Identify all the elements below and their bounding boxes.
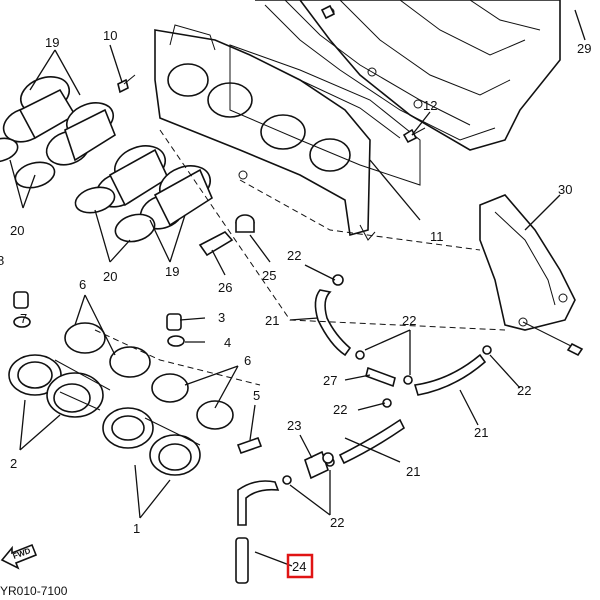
callout-22b: 22	[402, 313, 416, 328]
callout-30: 30	[558, 182, 572, 197]
bracket-30	[479, 194, 584, 357]
callout-20a: 20	[10, 223, 24, 238]
air-box	[255, 0, 561, 151]
callout-labels: 29 19 10 12 20 11 30 20 19 26 25 22 8 6 …	[0, 28, 591, 574]
callout-7: 7	[20, 311, 27, 326]
callout-4: 4	[224, 335, 231, 350]
callout-25: 25	[262, 268, 276, 283]
callout-23: 23	[287, 418, 301, 433]
callout-2: 2	[10, 456, 17, 471]
carburetor-joints	[8, 354, 201, 476]
callout-8: 8	[0, 253, 4, 268]
callout-5: 5	[253, 388, 260, 403]
callout-24: 24	[292, 559, 306, 574]
callout-12: 12	[423, 98, 437, 113]
callout-21b: 21	[474, 425, 488, 440]
callout-20b: 20	[103, 269, 117, 284]
callout-6b: 6	[244, 353, 251, 368]
joint-rubbers-19b	[95, 145, 214, 230]
hose-24	[235, 480, 280, 584]
hoses-21	[314, 289, 487, 465]
callout-19b: 19	[165, 264, 179, 279]
callout-26: 26	[218, 280, 232, 295]
joint-rubbers-19a	[2, 76, 116, 166]
callout-11: 11	[430, 229, 444, 244]
callout-29: 29	[577, 41, 591, 56]
fitting-27	[365, 366, 396, 388]
callout-22a: 22	[287, 248, 301, 263]
valve-23	[304, 450, 334, 480]
callout-21c: 21	[406, 464, 420, 479]
callout-22e: 22	[330, 515, 344, 530]
callout-19a: 19	[45, 35, 59, 50]
leader-lines	[9, 9, 586, 567]
callout-27: 27	[323, 373, 337, 388]
highlight-box	[286, 553, 314, 579]
callout-1: 1	[133, 521, 140, 536]
callout-22c: 22	[333, 402, 347, 417]
bolts	[117, 4, 426, 144]
callout-22d: 22	[517, 383, 531, 398]
callout-3: 3	[218, 310, 225, 325]
callout-6a: 6	[79, 277, 86, 292]
callout-21a: 21	[265, 313, 279, 328]
gasket	[229, 44, 421, 186]
caps-7-8	[13, 291, 263, 455]
diagram-code: YR010-7100	[0, 584, 68, 598]
forward-arrow-icon: FWD	[0, 543, 38, 570]
cap-and-hose-25-26	[198, 170, 255, 257]
callout-10: 10	[103, 28, 117, 43]
